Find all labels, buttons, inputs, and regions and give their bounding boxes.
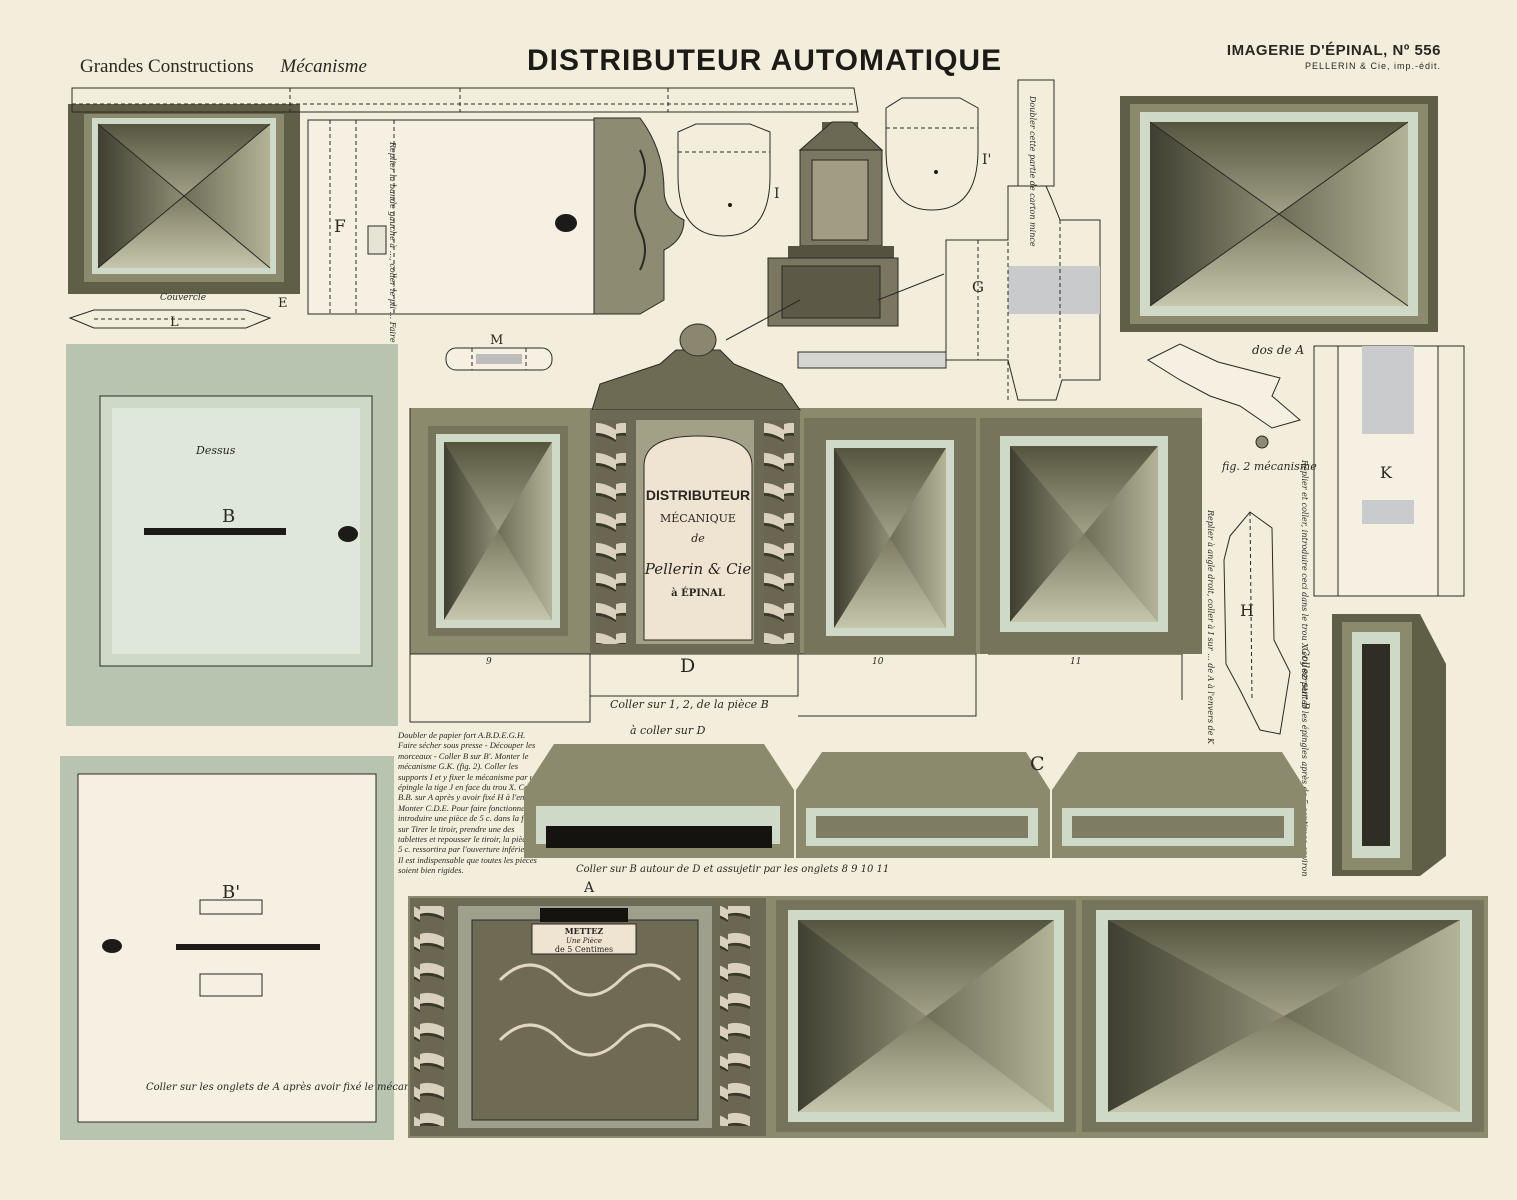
piece-K: K Replier et coller, introduire ceci dan… xyxy=(1300,345,1465,877)
piece-I-support: I xyxy=(677,123,780,237)
label-F: F xyxy=(334,217,346,237)
front-line2: MÉCANIQUE xyxy=(660,511,736,525)
label-K: K xyxy=(1380,463,1393,482)
front-line1: DISTRIBUTEUR xyxy=(646,487,750,503)
label-num9: 9 xyxy=(486,657,492,667)
category-label: Mécanisme xyxy=(280,56,367,77)
label-num10: 10 xyxy=(872,657,884,667)
coin-line3: de 5 Centimes xyxy=(555,945,613,954)
page-title: DISTRIBUTEUR AUTOMATIQUE xyxy=(527,44,1003,77)
h-note: Replier à angle droit, coller à I sur ..… xyxy=(1206,509,1215,745)
series-label: Grandes Constructions xyxy=(80,56,254,77)
piece-I-prime-support: I' xyxy=(885,97,991,211)
label-D: D xyxy=(680,655,695,677)
machine-illustration xyxy=(725,121,945,341)
a-coller-d-note: à coller sur D xyxy=(630,724,706,737)
piece-G: G Doubler cette partie de carton mince xyxy=(945,79,1101,401)
label-num11: 11 xyxy=(1070,657,1081,667)
label-I-prime: I' xyxy=(982,152,991,168)
front-line3: de xyxy=(691,532,705,545)
coin-line2: Une Pièce xyxy=(566,937,602,945)
dos-de-A-label: dos de A xyxy=(1252,343,1304,357)
label-C: C xyxy=(1030,753,1045,775)
piece-B-dessus: Dessus B xyxy=(66,344,398,726)
label-L: L xyxy=(170,315,179,330)
piece-slot-column: Collez sur B xyxy=(1299,614,1446,876)
label-A: A xyxy=(583,880,595,896)
couvercle-label: Couvercle xyxy=(160,293,206,303)
front-line5: à ÉPINAL xyxy=(671,587,725,599)
publisher-block: IMAGERIE D'ÉPINAL, Nº 556 PELLERIN & Cie… xyxy=(1227,42,1441,71)
roll-strip xyxy=(797,351,947,369)
coller-b-note: Coller sur 1, 2, de la pièce B xyxy=(610,698,769,711)
piece-E-couvercle: Couvercle E xyxy=(68,104,300,311)
label-E: E xyxy=(278,296,288,311)
piece-F-drawer: F Replier la bande gauche à ..., coller … xyxy=(307,117,685,512)
f-note: Replier la bande gauche à ..., coller le… xyxy=(388,141,397,512)
label-H: H xyxy=(1240,601,1254,620)
fig2-label: fig. 2 mécanisme xyxy=(1221,460,1317,473)
piece-B-prime-base: B' Coller sur les onglets de A après avo… xyxy=(60,756,544,1140)
fig2-mechanism-sketch: fig. 2 mécanisme xyxy=(1146,343,1317,473)
doubler-carton-note: Doubler cette partie de carton mince xyxy=(1028,95,1037,247)
piece-dos-de-A: dos de A xyxy=(1120,96,1438,357)
label-B-prime: B' xyxy=(222,882,240,903)
label-I: I xyxy=(774,186,780,202)
piece-M: M xyxy=(445,333,553,371)
publisher-label: IMAGERIE D'ÉPINAL, Nº 556 xyxy=(1226,42,1441,59)
label-B: B xyxy=(222,506,235,527)
instructions-block: Doubler de papier fort A.B.D.E.G.H. Fair… xyxy=(398,730,543,876)
label-G: G xyxy=(972,278,984,296)
coller-onglets-note: Coller sur les onglets de A après avoir … xyxy=(146,1082,544,1093)
label-M: M xyxy=(490,333,503,348)
piece-L: L xyxy=(68,309,272,330)
imprint-label: PELLERIN & Cie, imp.-édit. xyxy=(1304,61,1441,71)
dessus-label: Dessus xyxy=(195,444,236,457)
piece-D-front: 9 DISTRIBUTEUR MÉCANIQUE de Pellerin & C… xyxy=(409,323,1202,723)
piece-C-drawer-row: à coller sur D C Coller sur B autour de … xyxy=(524,724,1306,875)
piece-A-bottom: A METTEZ Une Pièce de 5 Centimes xyxy=(408,880,1488,1138)
front-line4: Pellerin & Cie xyxy=(644,560,752,578)
k-note: Replier et coller, introduire ceci dans … xyxy=(1300,459,1309,877)
piece-H: H Replier à angle droit, coller à I sur … xyxy=(1206,509,1291,745)
coin-line1: METTEZ xyxy=(565,926,604,936)
series-header: Grandes Constructions Mécanisme xyxy=(80,56,367,78)
collez-sur-b-note: Collez sur B xyxy=(1299,648,1310,709)
coller-sur-b-note: Coller sur B autour de D et assujetir pa… xyxy=(576,864,889,875)
instructions-text: Doubler de papier fort A.B.D.E.G.H. Fair… xyxy=(398,730,543,876)
